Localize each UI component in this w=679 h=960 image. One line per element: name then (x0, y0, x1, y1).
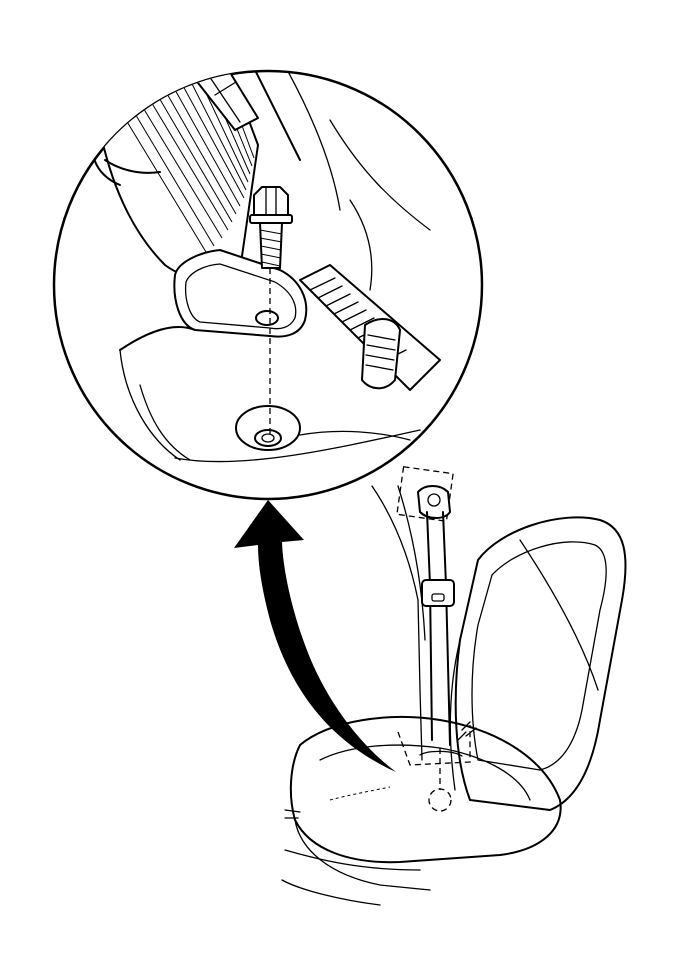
trim-label-stroke (284, 809, 301, 819)
floor-ridge (299, 430, 411, 441)
floor-line-left (281, 879, 381, 906)
upper-webbing-outer (239, 71, 301, 161)
seat-back-outer (454, 516, 627, 811)
dotted-trim (329, 786, 391, 801)
anchor-small-plate (419, 750, 463, 757)
anchor-plate-body (173, 249, 308, 338)
door-trim-line (397, 485, 426, 641)
floor-panel-contour (119, 349, 181, 461)
floor-anchor-location (397, 721, 477, 812)
cushion-front-edge (294, 819, 431, 891)
anchor-plate (173, 249, 308, 338)
mount-hole (261, 433, 275, 443)
anchor-dashed-bolt (428, 788, 452, 812)
belt-guide-slot (431, 593, 445, 602)
trim-panel-line (269, 71, 341, 211)
floor-front-edge (174, 429, 421, 463)
webbing-left-edge (426, 511, 433, 741)
seat-belt-webbing (421, 511, 455, 746)
mount-hole-ring (254, 429, 282, 447)
belt-guide (421, 579, 455, 607)
seat-cushion (284, 716, 562, 891)
bolt-head (253, 186, 289, 216)
trim-panel-line-2 (329, 119, 431, 231)
anchor-plate-inner (184, 263, 297, 330)
bolt-threads (259, 229, 283, 267)
webbing-right-edge (442, 511, 451, 746)
bolt-flange (249, 214, 293, 224)
anchor-hatch (457, 721, 477, 741)
stalk-boot (361, 318, 401, 390)
callout-arrow (234, 500, 396, 772)
detail-magnifier (52, 69, 484, 501)
bolt-shank (259, 222, 283, 269)
upper-webbing-loop (179, 71, 301, 161)
pillar-outline (371, 485, 423, 761)
seat-belt-retractor (396, 466, 454, 522)
floor-panel-contour-2 (139, 384, 191, 461)
trim-panel-line-3 (349, 199, 373, 291)
floor-panel-edge (119, 326, 196, 351)
seat-belt-webbing-detail (91, 71, 259, 281)
retractor-body (417, 485, 451, 519)
floor-mount-hole (235, 405, 301, 451)
seat-back-seam (519, 539, 599, 691)
retractor-hub (427, 493, 441, 507)
anchor-bolt (249, 186, 293, 269)
retractor-dashed-box (396, 466, 454, 522)
buckle-stalk (299, 264, 441, 391)
mount-recess (235, 405, 301, 451)
seat-back-side (449, 639, 461, 791)
cushion-inner (319, 744, 531, 801)
vehicle-interior-scene (281, 466, 627, 906)
anchor-plate-hole (255, 310, 279, 326)
webbing-fold (104, 159, 161, 174)
lower-trim (284, 849, 421, 871)
seat-back-panel (471, 541, 607, 771)
